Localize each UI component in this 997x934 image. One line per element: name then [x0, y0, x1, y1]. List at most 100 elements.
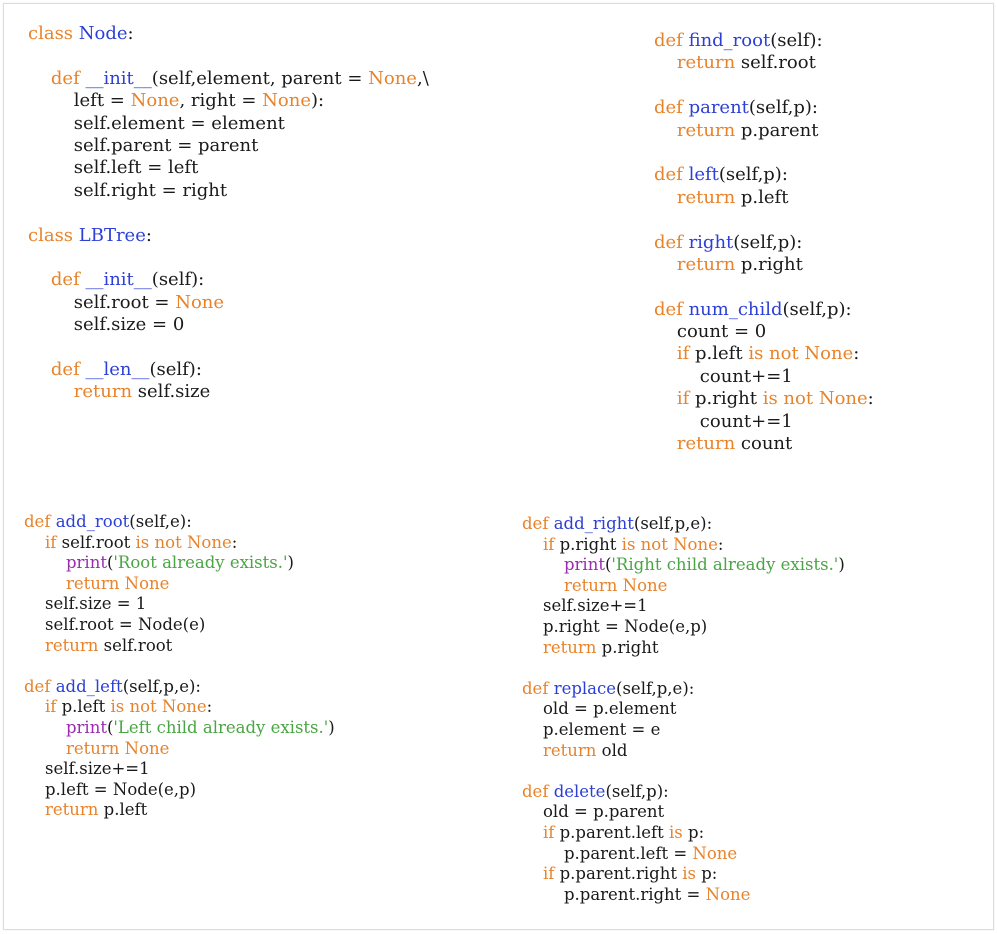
code-token: ):	[310, 90, 325, 112]
code-line: self.size = 1	[24, 594, 335, 615]
code-token: old	[601, 740, 628, 760]
code-token: p.parent.left =	[522, 843, 693, 863]
code-line: self.size+=1	[24, 759, 335, 780]
code-token: self.root =	[28, 291, 176, 313]
code-line: return self.root	[654, 52, 874, 74]
code-token: count = 0	[654, 321, 767, 343]
code-token: count+=1	[654, 365, 793, 387]
code-token: if	[44, 532, 62, 552]
code-token	[522, 555, 564, 574]
code-token	[28, 269, 51, 290]
code-line: print('Right child already exists.')	[522, 555, 845, 576]
code-token: def	[50, 358, 86, 380]
code-line: return p.left	[24, 800, 335, 821]
code-token: p.left	[103, 800, 148, 820]
code-token: def	[654, 298, 689, 320]
code-token: p.right = Node(e,p)	[522, 616, 708, 636]
code-token: def	[50, 269, 86, 291]
code-token: self.parent = parent	[28, 134, 259, 156]
code-token: Node	[78, 23, 128, 44]
code-token: class	[28, 23, 79, 44]
code-token: ,\	[416, 67, 429, 89]
code-token: (	[106, 717, 114, 737]
code-token	[24, 636, 45, 655]
code-token: self.root	[740, 52, 816, 74]
code-token: left	[688, 164, 719, 186]
code-token: if	[542, 864, 560, 884]
code-token: if	[44, 697, 62, 717]
code-token: p:	[701, 864, 718, 884]
code-line: self.root = Node(e)	[24, 615, 335, 636]
code-line: class LBTree:	[28, 225, 429, 247]
code-token: :	[867, 388, 874, 410]
code-token: p.left = Node(e,p)	[24, 779, 197, 799]
code-token: (self):	[149, 358, 202, 380]
code-block-add-right-replace-delete: def add_right(self,p,e): if p.right is n…	[522, 514, 845, 905]
code-line	[28, 336, 429, 358]
code-token: p.right	[740, 253, 803, 275]
code-line: count+=1	[654, 411, 874, 433]
code-block-node-lbtree-classes: class Node: def __init__(self,element, p…	[28, 23, 429, 404]
code-token: self.size+=1	[24, 759, 150, 779]
code-token: self.root	[103, 635, 173, 655]
code-line: print('Root already exists.')	[24, 553, 335, 574]
code-token: find_root	[688, 30, 771, 51]
code-line: if self.root is not None:	[24, 533, 335, 554]
code-line: if p.parent.right is p:	[522, 864, 845, 885]
code-token: right	[688, 231, 734, 253]
code-line: if p.parent.left is p:	[522, 823, 845, 844]
code-line: left = None, right = None):	[28, 90, 429, 112]
code-token: self.size = 1	[24, 594, 147, 614]
code-line	[522, 761, 845, 782]
code-line: return None	[24, 574, 335, 595]
code-token: def	[24, 676, 56, 696]
code-token: def	[522, 678, 554, 698]
code-token: p:	[688, 822, 705, 842]
code-token: p.left	[740, 186, 789, 208]
code-line: return p.right	[654, 254, 874, 276]
code-line: return None	[522, 576, 845, 597]
code-line: p.element = e	[522, 720, 845, 741]
code-line	[24, 656, 335, 677]
code-line: def find_root(self):	[654, 30, 874, 52]
code-token: p.right	[695, 388, 763, 410]
code-line: if p.right is not None:	[522, 535, 845, 556]
code-token: , right =	[179, 90, 263, 112]
code-line: def replace(self,p,e):	[522, 679, 845, 700]
code-token	[24, 697, 45, 716]
code-token: (self):	[770, 30, 823, 51]
code-token: return	[44, 635, 104, 655]
code-line	[28, 202, 429, 224]
code-line: def left(self,p):	[654, 164, 874, 186]
code-token: )	[287, 553, 294, 573]
code-line: def __len__(self):	[28, 359, 429, 381]
code-token: p.parent.right	[559, 864, 683, 884]
code-line: p.right = Node(e,p)	[522, 617, 845, 638]
code-token: self.root = Node(e)	[24, 614, 206, 634]
code-token: return	[73, 381, 138, 403]
code-token: return None	[65, 573, 170, 593]
code-token: None	[130, 90, 180, 112]
code-line: def num_child(self,p):	[654, 299, 874, 321]
code-token: if	[676, 388, 696, 410]
code-token: (self,element, parent =	[151, 67, 369, 89]
code-token: None	[692, 843, 738, 863]
code-token: return	[542, 740, 602, 760]
code-token	[24, 800, 45, 819]
code-token: count+=1	[654, 410, 793, 432]
code-token	[522, 576, 564, 595]
code-token	[654, 52, 677, 73]
code-token: :	[717, 534, 724, 554]
code-token	[654, 388, 677, 409]
code-token: return None	[563, 575, 668, 595]
code-token: p.right	[601, 637, 659, 657]
code-token: (self,p):	[718, 164, 788, 186]
code-token: )	[328, 717, 335, 737]
code-line: return old	[522, 741, 845, 762]
code-line: def delete(self,p):	[522, 782, 845, 803]
code-token	[522, 864, 543, 883]
code-token	[24, 574, 66, 593]
code-token: def	[654, 97, 689, 119]
code-token: p.parent.right =	[522, 884, 706, 904]
code-token: None	[705, 884, 751, 904]
